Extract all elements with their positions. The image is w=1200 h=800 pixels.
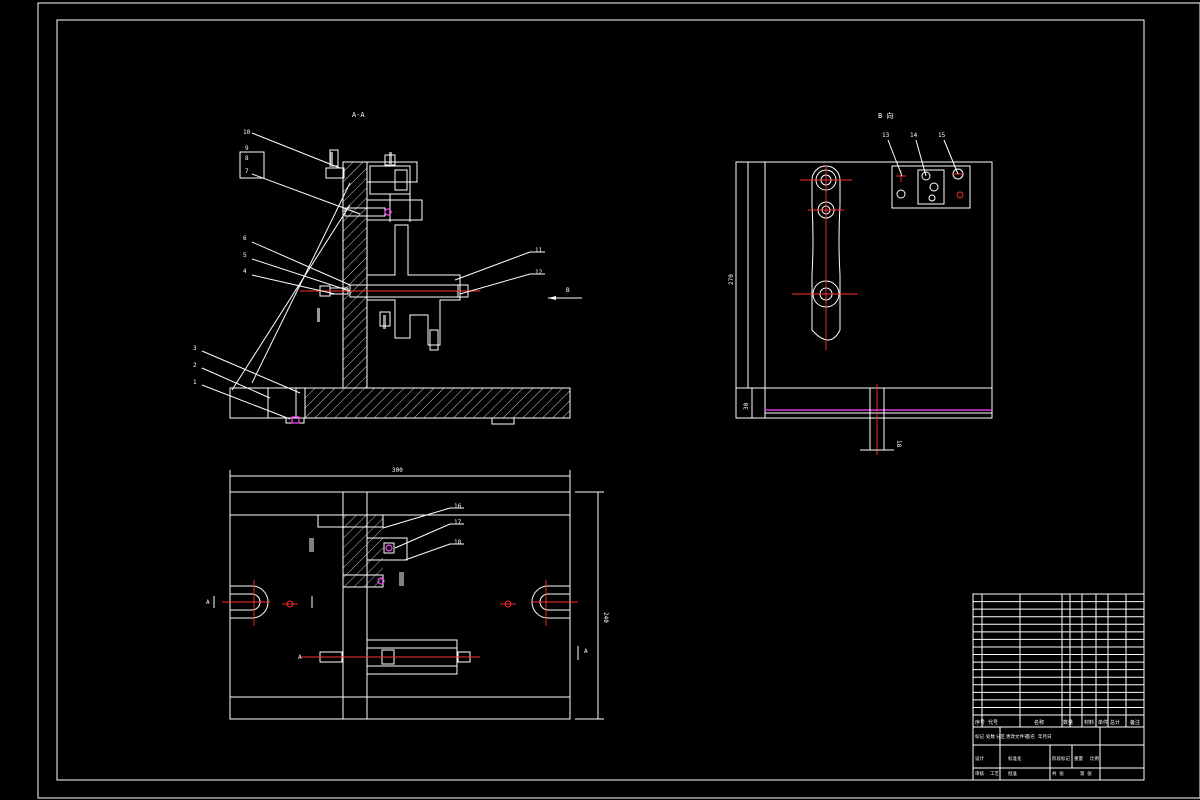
svg-text:12: 12 xyxy=(535,269,543,276)
title-block-label: 设计 xyxy=(975,755,984,762)
top-view-outline xyxy=(229,491,571,720)
title-block-label: 工艺 xyxy=(990,771,999,777)
title-block-label: 年月日 xyxy=(1038,733,1052,740)
svg-text:6: 6 xyxy=(243,235,247,242)
svg-text:1: 1 xyxy=(193,379,197,386)
svg-text:13: 13 xyxy=(882,132,890,139)
title-block-label: 标记 xyxy=(975,733,984,740)
view-b: B 向 18 270 30 xyxy=(728,111,993,455)
svg-text:18: 18 xyxy=(895,440,902,448)
title-block-label: 审核 xyxy=(975,770,984,777)
balloons-section-right: 11 12 xyxy=(454,247,545,295)
view-b-title: B 向 xyxy=(878,111,893,120)
svg-text:B: B xyxy=(566,287,570,294)
title-block-label: 标准化 xyxy=(1008,755,1022,762)
title-block-label: 处数 xyxy=(986,733,995,740)
title-block-bottom: 标记处数分区更改文件号签名年月日设计 标准化 阶段标记重量比例审核工艺 批准 共 张 第 … xyxy=(973,727,1144,780)
title-block-label: 第 张 xyxy=(1080,770,1092,777)
title-block-header-cell: 单件 xyxy=(1098,719,1108,726)
section-aa-title: A-A xyxy=(352,111,365,119)
svg-text:2: 2 xyxy=(193,362,197,369)
title-block-header-cell: 名称 xyxy=(1034,719,1044,726)
title-block-header-cell: 材料 xyxy=(1084,719,1094,726)
pin-highlight xyxy=(291,416,300,424)
svg-text:30: 30 xyxy=(743,402,750,410)
balloons-view-b: 13 14 15 xyxy=(882,132,959,177)
title-block-header-cell: 备注 xyxy=(1130,719,1140,726)
title-block-label: 更改文件号 xyxy=(1006,733,1029,740)
title-block-label: 签名 xyxy=(1026,733,1035,740)
svg-text:16: 16 xyxy=(454,503,462,510)
svg-text:14: 14 xyxy=(910,132,918,139)
inner-border xyxy=(56,19,1145,781)
top-view: 300 240 A A xyxy=(206,467,609,720)
title-block: 序号代号 名称 数量 材料单件总计 备注 标记处数分区更改文件号签名年月日设计 标准化 阶段… xyxy=(972,593,1145,781)
svg-text:17: 17 xyxy=(454,519,462,526)
title-block-header-cell: 序号 xyxy=(975,719,985,726)
title-block-label: 比例 xyxy=(1090,755,1099,762)
title-block-label: 批准 xyxy=(1008,770,1017,777)
outer-border xyxy=(37,2,1200,799)
title-block-label: 分区 xyxy=(996,733,1005,740)
svg-text:8: 8 xyxy=(245,155,249,162)
svg-text:7: 7 xyxy=(245,168,249,175)
svg-text:11: 11 xyxy=(535,247,543,254)
section-aa-view: A-A xyxy=(193,111,582,425)
title-block-label: 共 张 xyxy=(1052,770,1064,777)
svg-text:5: 5 xyxy=(243,252,247,259)
svg-text:4: 4 xyxy=(243,268,247,275)
title-block-label: 重量 xyxy=(1074,755,1083,762)
title-block-header-cell: 数量 xyxy=(1063,719,1073,726)
svg-text:A: A xyxy=(584,648,588,655)
dim-width-300: 300 xyxy=(392,467,403,474)
svg-text:18: 18 xyxy=(454,539,462,546)
svg-text:9: 9 xyxy=(245,145,249,152)
svg-text:A: A xyxy=(298,654,302,661)
balloons-top-view: 16 17 18 xyxy=(382,503,464,561)
title-block-header-cell: 总计 xyxy=(1110,719,1120,726)
title-block-label: 阶段标记 xyxy=(1052,755,1070,762)
view-b-outline xyxy=(735,161,993,419)
title-block-header: 序号代号 名称 数量 材料单件总计 备注 xyxy=(975,719,1140,726)
svg-text:15: 15 xyxy=(938,132,946,139)
svg-text:10: 10 xyxy=(243,129,251,136)
dim-height-240: 240 xyxy=(602,612,609,623)
svg-text:A: A xyxy=(206,599,210,606)
b-direction-arrow: B xyxy=(548,287,582,300)
title-block-header-cell: 代号 xyxy=(988,719,998,726)
svg-text:270: 270 xyxy=(728,274,735,285)
svg-text:3: 3 xyxy=(193,345,197,352)
balloons-left: 10 9 8 7 6 5 4 3 2 1 xyxy=(193,129,361,420)
